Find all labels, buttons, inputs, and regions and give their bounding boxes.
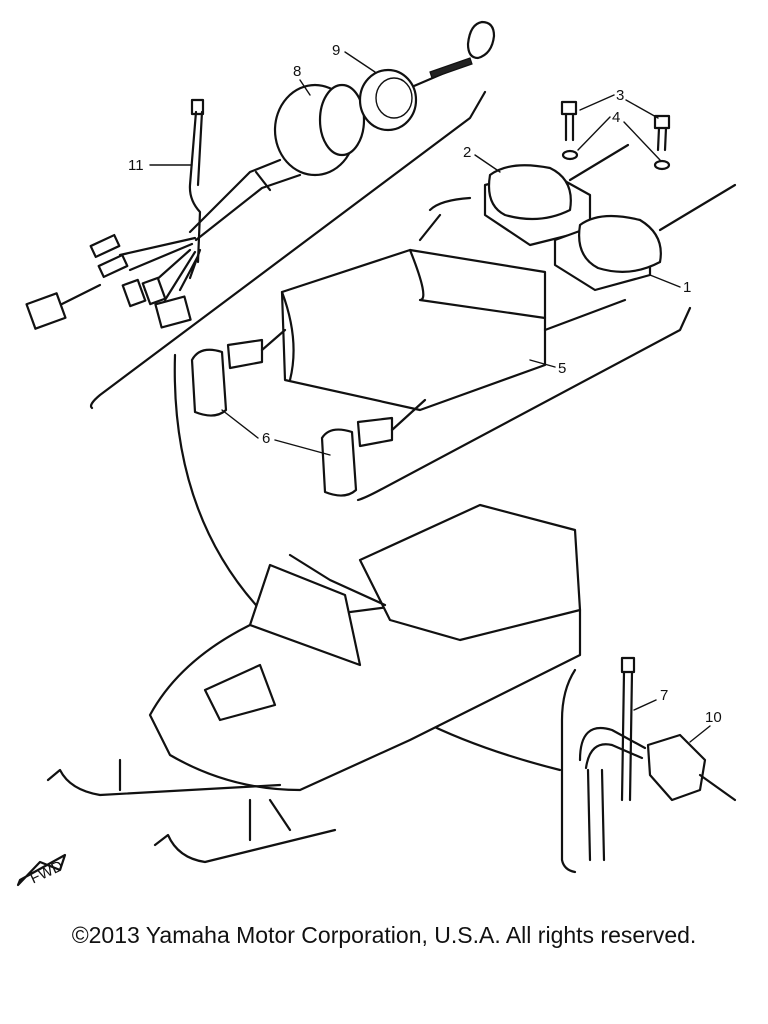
direction-label: FWD (28, 857, 66, 887)
ignition-panel (190, 100, 737, 502)
cdi-unit-5 (280, 196, 627, 412)
snowmobile (46, 503, 582, 864)
ignition-coil-2 (483, 143, 630, 247)
callout-8: 8 (293, 63, 301, 80)
callout-2: 2 (463, 144, 471, 161)
panel-divider-lower (356, 306, 692, 502)
callout-10: 10 (705, 709, 722, 726)
ignition-coil-1 (553, 183, 737, 292)
bolts-3 (560, 100, 671, 152)
callout-6: 6 (262, 430, 270, 447)
callout-9: 9 (332, 42, 340, 59)
washers-4 (561, 149, 671, 171)
band-clamp-11 (188, 98, 205, 264)
parts-diagram: FWD 1 2 3 4 5 6 7 8 9 10 11 (16, 20, 737, 887)
panel-divider-upper (89, 90, 487, 410)
switch-cap-9 (358, 20, 496, 132)
callout-1: 1 (683, 279, 691, 296)
copyright-notice: ©2013 Yamaha Motor Corporation, U.S.A. A… (71, 922, 697, 948)
callout-3: 3 (616, 87, 624, 104)
wire-harness (25, 233, 202, 330)
callout-7: 7 (660, 687, 668, 704)
harness-panel (25, 20, 496, 410)
forward-arrow-icon: FWD (16, 853, 67, 887)
stop-switch-panel (560, 656, 737, 874)
callout-5: 5 (558, 360, 566, 377)
callout-4: 4 (612, 109, 620, 126)
stop-switch-10 (578, 727, 737, 862)
callout-11: 11 (128, 157, 144, 174)
band-clamp-7 (620, 656, 636, 802)
main-switch-8 (188, 83, 366, 242)
panel-divider-right (560, 668, 577, 874)
callouts: 1 2 3 4 5 6 7 8 9 10 11 (128, 42, 722, 743)
plug-caps-6 (190, 328, 427, 497)
